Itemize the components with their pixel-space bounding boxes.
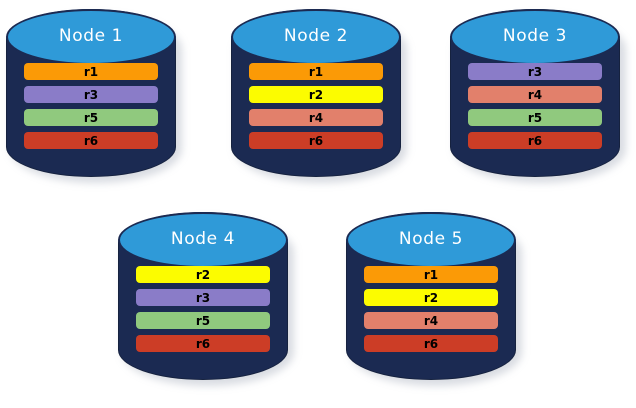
- node-title: Node 4: [170, 229, 236, 249]
- shard-bar[interactable]: r2: [249, 86, 383, 103]
- shard-bar[interactable]: r6: [136, 335, 270, 352]
- shard-bar[interactable]: r4: [249, 109, 383, 126]
- node-top-ellipse: Node 5: [346, 212, 516, 268]
- shard-bar[interactable]: r4: [468, 86, 602, 103]
- shard-bar[interactable]: r1: [24, 63, 158, 80]
- shard-list: r1 r2 r4 r6: [364, 266, 498, 352]
- shard-bar[interactable]: r3: [468, 63, 602, 80]
- shard-bar[interactable]: r6: [364, 335, 498, 352]
- shard-bar[interactable]: r6: [468, 132, 602, 149]
- node-title: Node 2: [283, 26, 349, 46]
- node-cylinder-1[interactable]: Node 1 r1 r3 r5 r6: [4, 5, 182, 185]
- shard-bar[interactable]: r2: [136, 266, 270, 283]
- node-cylinder-5[interactable]: Node 5 r1 r2 r4 r6: [344, 208, 522, 388]
- node-title: Node 5: [398, 229, 464, 249]
- node-cylinder-3[interactable]: Node 3 r3 r4 r5 r6: [448, 5, 626, 185]
- node-top-ellipse: Node 3: [450, 9, 620, 65]
- shard-list: r2 r3 r5 r6: [136, 266, 270, 352]
- node-cylinder-4[interactable]: Node 4 r2 r3 r5 r6: [116, 208, 294, 388]
- shard-bar[interactable]: r2: [364, 289, 498, 306]
- node-cylinder-2[interactable]: Node 2 r1 r2 r4 r6: [229, 5, 407, 185]
- shard-bar[interactable]: r4: [364, 312, 498, 329]
- shard-bar[interactable]: r1: [249, 63, 383, 80]
- shard-bar[interactable]: r3: [24, 86, 158, 103]
- shard-bar[interactable]: r5: [24, 109, 158, 126]
- shard-list: r3 r4 r5 r6: [468, 63, 602, 149]
- shard-list: r1 r3 r5 r6: [24, 63, 158, 149]
- shard-bar[interactable]: r5: [136, 312, 270, 329]
- shard-list: r1 r2 r4 r6: [249, 63, 383, 149]
- shard-bar[interactable]: r6: [249, 132, 383, 149]
- node-top-ellipse: Node 2: [231, 9, 401, 65]
- shard-bar[interactable]: r1: [364, 266, 498, 283]
- node-title: Node 3: [502, 26, 568, 46]
- shard-bar[interactable]: r6: [24, 132, 158, 149]
- node-top-ellipse: Node 4: [118, 212, 288, 268]
- node-title: Node 1: [58, 26, 124, 46]
- node-top-ellipse: Node 1: [6, 9, 176, 65]
- shard-bar[interactable]: r3: [136, 289, 270, 306]
- shard-bar[interactable]: r5: [468, 109, 602, 126]
